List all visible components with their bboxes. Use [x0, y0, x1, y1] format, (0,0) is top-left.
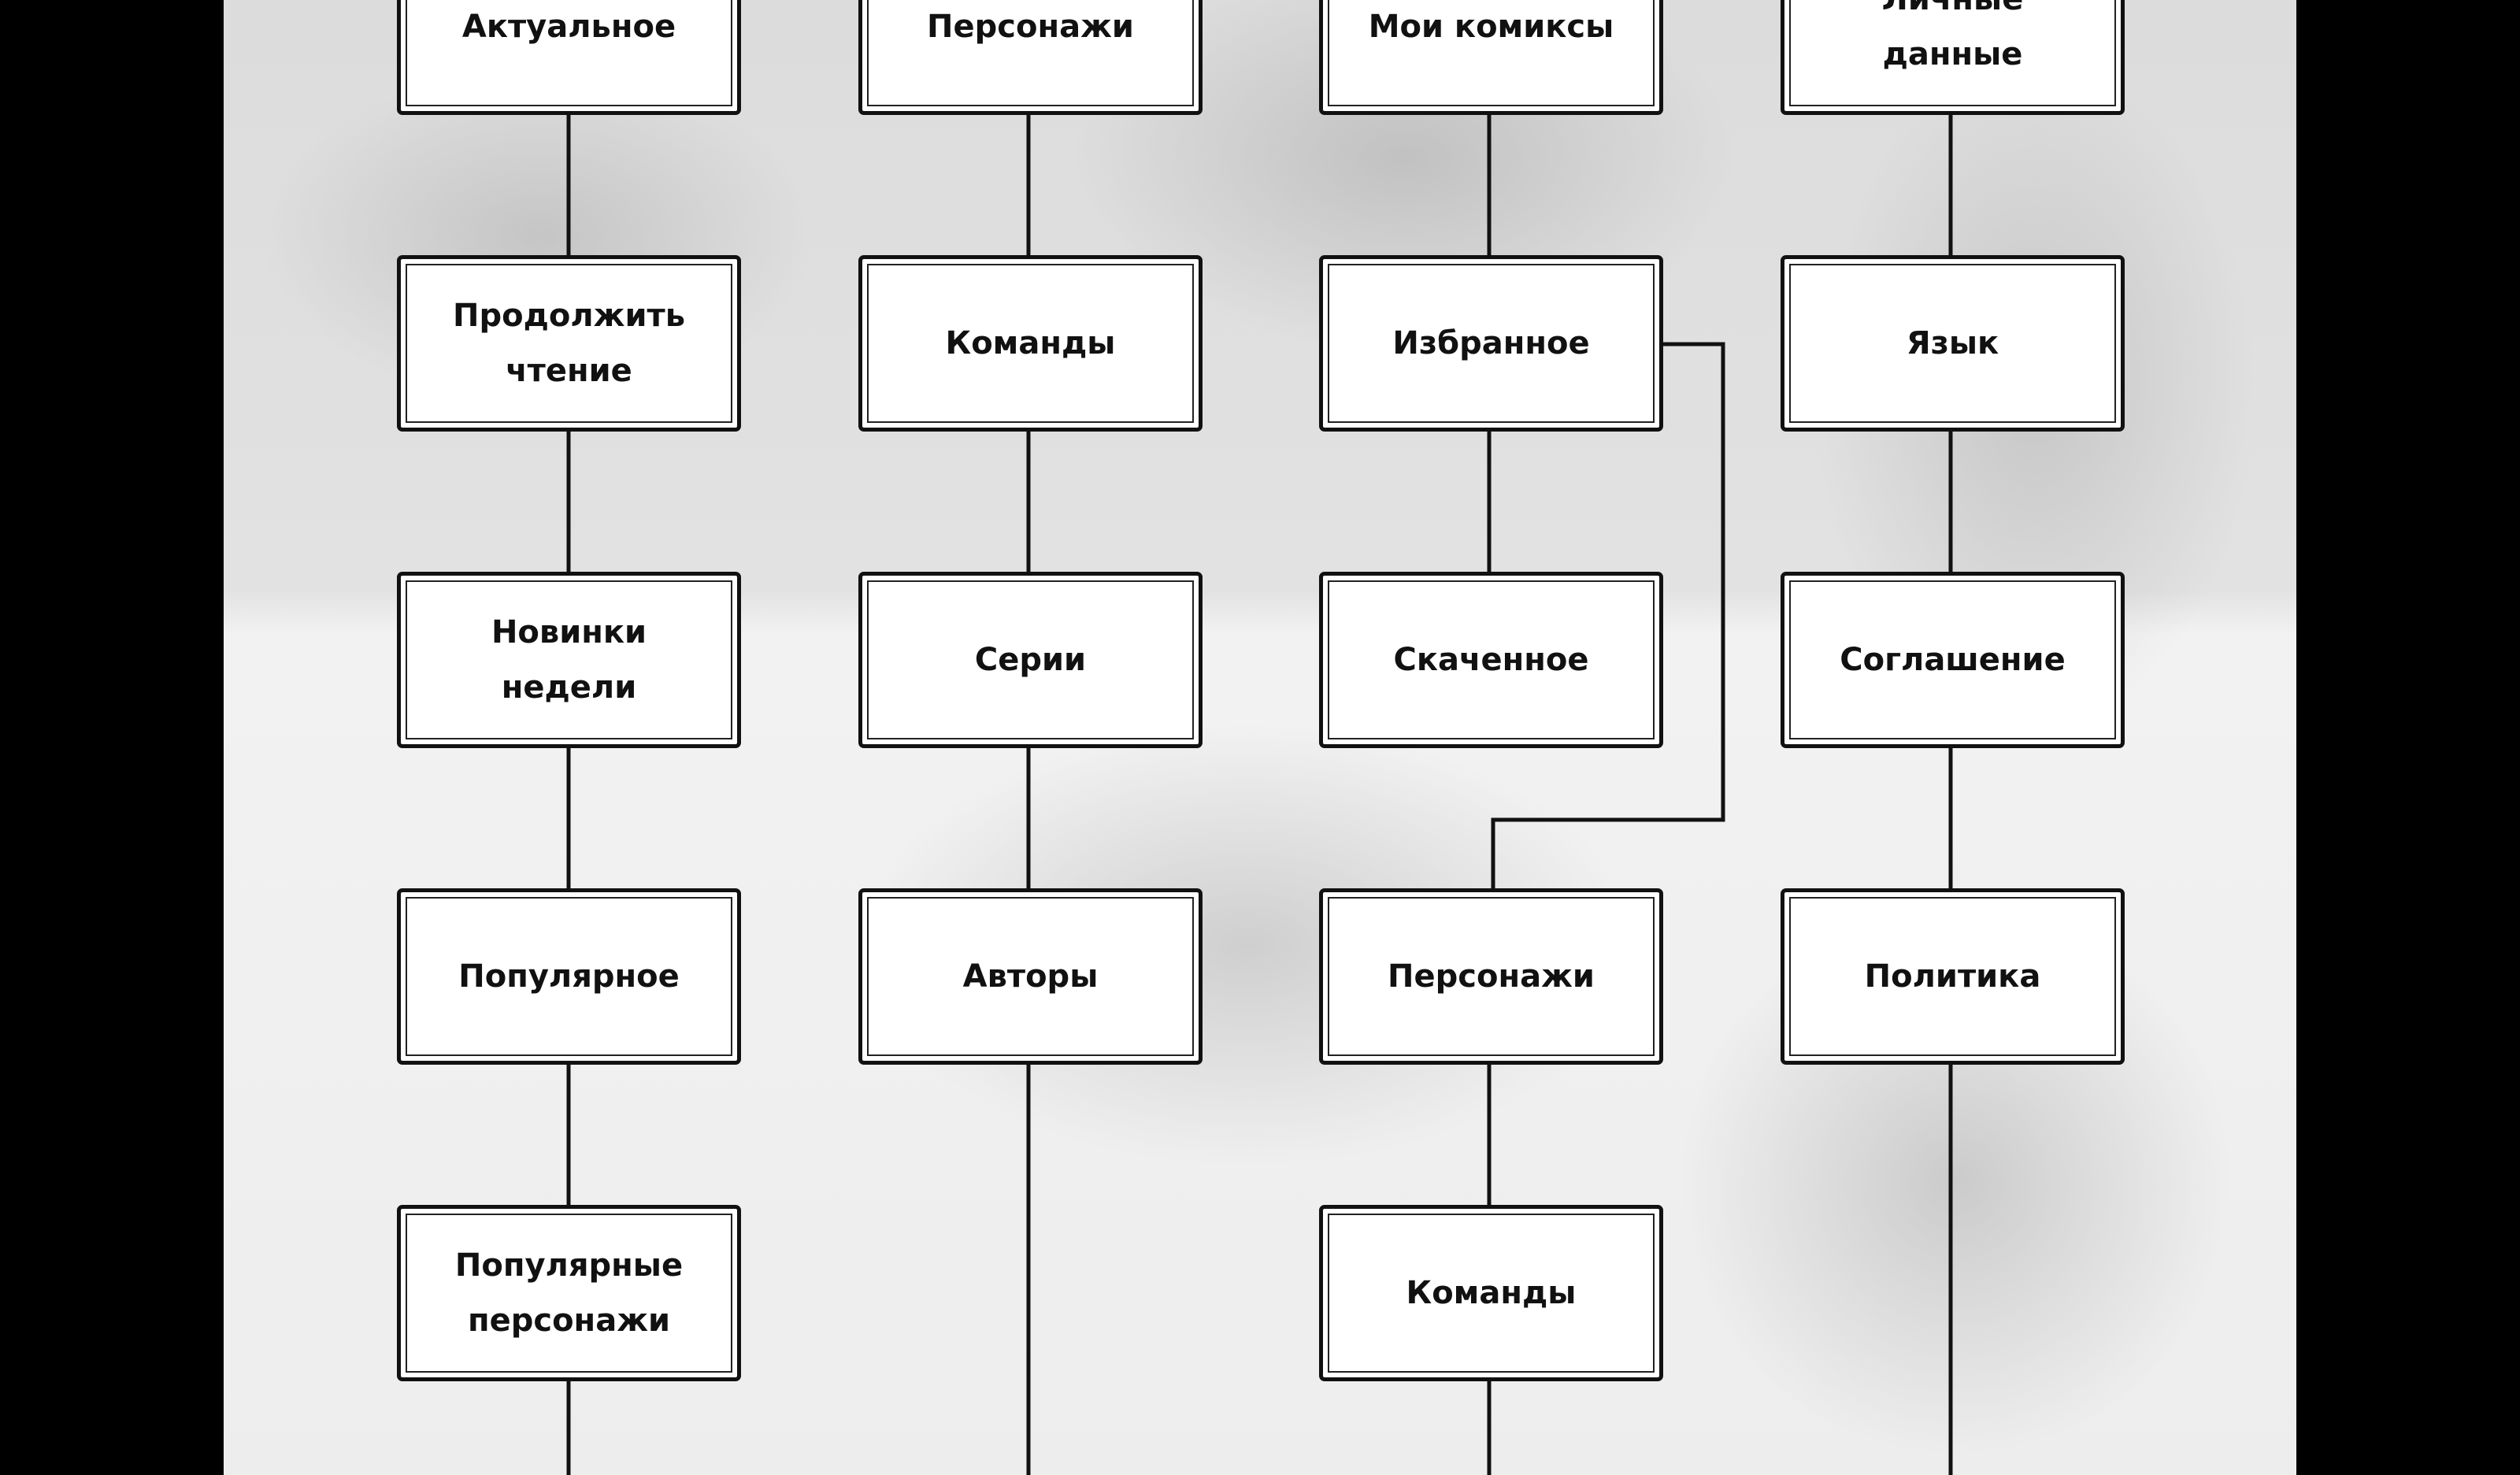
menu-node-label: Мои комиксы [1368, 9, 1614, 45]
menu-node[interactable]: Команды [858, 255, 1203, 432]
menu-node[interactable]: Политика [1781, 888, 2125, 1065]
menu-node[interactable]: Новинки недели [397, 572, 741, 748]
menu-node-label: Соглашение [1840, 642, 2066, 678]
menu-node-label: Новинки недели [491, 614, 647, 706]
menu-node[interactable]: Авторы [858, 888, 1203, 1065]
menu-node-label: Персонажи [1388, 958, 1595, 995]
menu-node-label: Авторы [962, 958, 1099, 995]
menu-node[interactable]: Популярное [397, 888, 741, 1065]
menu-node[interactable]: Мои комиксы [1319, 0, 1663, 115]
connector-favorites-to-characters [1491, 342, 1725, 888]
menu-node[interactable]: Избранное [1319, 255, 1663, 432]
menu-node-label: Избранное [1392, 325, 1590, 361]
menu-node-label: Политика [1864, 958, 2041, 995]
menu-node[interactable]: Скаченное [1319, 572, 1663, 748]
menu-node-label: Популярное [458, 958, 680, 995]
menu-node[interactable]: Личные данные [1781, 0, 2125, 115]
menu-node-label: Скаченное [1393, 642, 1589, 678]
menu-node-label: Продолжить чтение [453, 298, 685, 389]
menu-node[interactable]: Персонажи [1319, 888, 1663, 1065]
menu-node[interactable]: Продолжить чтение [397, 255, 741, 432]
menu-node[interactable]: Персонажи [858, 0, 1203, 115]
menu-node-label: Команды [945, 325, 1116, 361]
menu-node-label: Серии [974, 642, 1087, 678]
menu-node-label: Персонажи [927, 9, 1134, 45]
menu-node-label: Актуальное [461, 9, 676, 45]
menu-node[interactable]: Серии [858, 572, 1203, 748]
menu-node-label: Команды [1406, 1275, 1577, 1311]
menu-node[interactable]: Соглашение [1781, 572, 2125, 748]
menu-node[interactable]: Популярные персонажи [397, 1205, 741, 1381]
menu-node-label: Личные данные [1882, 0, 2024, 72]
menu-node[interactable]: Актуальное [397, 0, 741, 115]
menu-node-label: Язык [1906, 325, 1999, 361]
menu-node-label: Популярные персонажи [454, 1247, 684, 1339]
menu-node[interactable]: Язык [1781, 255, 2125, 432]
menu-node[interactable]: Команды [1319, 1205, 1663, 1381]
